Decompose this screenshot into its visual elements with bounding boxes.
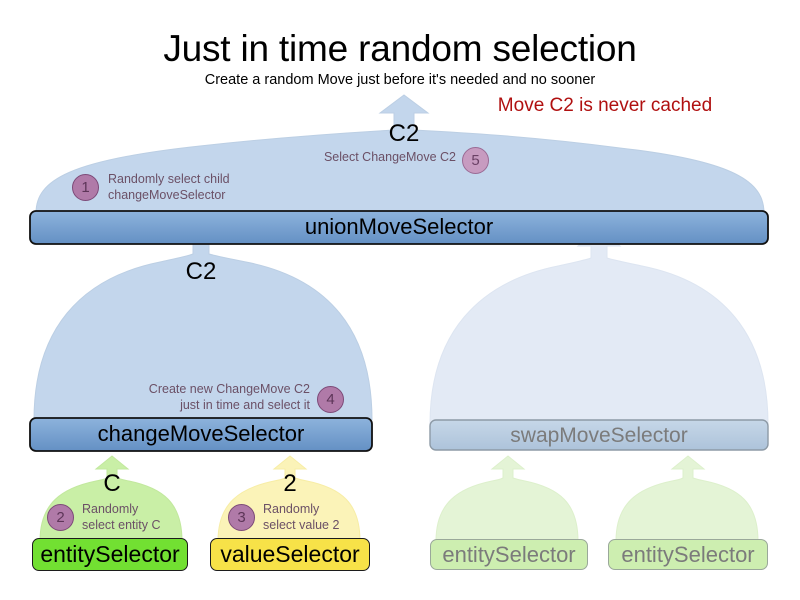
change-move-selector-bar[interactable] bbox=[29, 417, 373, 452]
warning-note: Move C2 is never cached bbox=[497, 95, 713, 116]
change-move-selector-label: changeMoveSelector bbox=[97, 421, 305, 446]
step-3-note: Randomly select value 2 bbox=[263, 502, 340, 532]
step-3-badge: 3 bbox=[228, 504, 255, 531]
step-5-badge: 5 bbox=[462, 147, 489, 174]
step-4-note: Create new ChangeMove C2 just in time an… bbox=[148, 382, 310, 412]
swap-move-selector-bar[interactable] bbox=[429, 419, 769, 451]
union-move-selector-label: unionMoveSelector bbox=[304, 214, 494, 239]
value-move-label: 2 bbox=[283, 470, 297, 497]
union-move-shape bbox=[35, 94, 765, 214]
step-2-note: Randomly select entity C bbox=[82, 502, 161, 532]
entity-selector-box[interactable]: entitySelector bbox=[32, 538, 188, 571]
step-5-note: Select ChangeMove C2 bbox=[323, 150, 456, 164]
entity-move-shape bbox=[39, 455, 183, 542]
change-move-label: C2 bbox=[185, 258, 217, 285]
swap-entity-right-move-shape bbox=[615, 455, 759, 542]
swap-entity-selector-right-box[interactable]: entitySelector bbox=[608, 539, 768, 570]
step-2-badge: 2 bbox=[47, 504, 74, 531]
union-move-selector-bar[interactable] bbox=[29, 210, 769, 245]
swap-entity-left-move-shape bbox=[435, 455, 579, 542]
union-move-label: C2 bbox=[388, 120, 420, 147]
page-subtitle: Create a random Move just before it's ne… bbox=[204, 72, 596, 88]
step-1-badge: 1 bbox=[72, 174, 99, 201]
entity-move-label: C bbox=[103, 470, 121, 497]
page-title: Just in time random selection bbox=[163, 28, 637, 69]
value-selector-box[interactable]: valueSelector bbox=[210, 538, 370, 571]
swap-entity-selector-left-box[interactable]: entitySelector bbox=[430, 539, 588, 570]
swap-move-shape bbox=[429, 228, 769, 425]
step-4-badge: 4 bbox=[317, 386, 344, 413]
swap-move-selector-label: swapMoveSelector bbox=[510, 424, 688, 447]
step-1-note: Randomly select child changeMoveSelector bbox=[108, 172, 230, 202]
